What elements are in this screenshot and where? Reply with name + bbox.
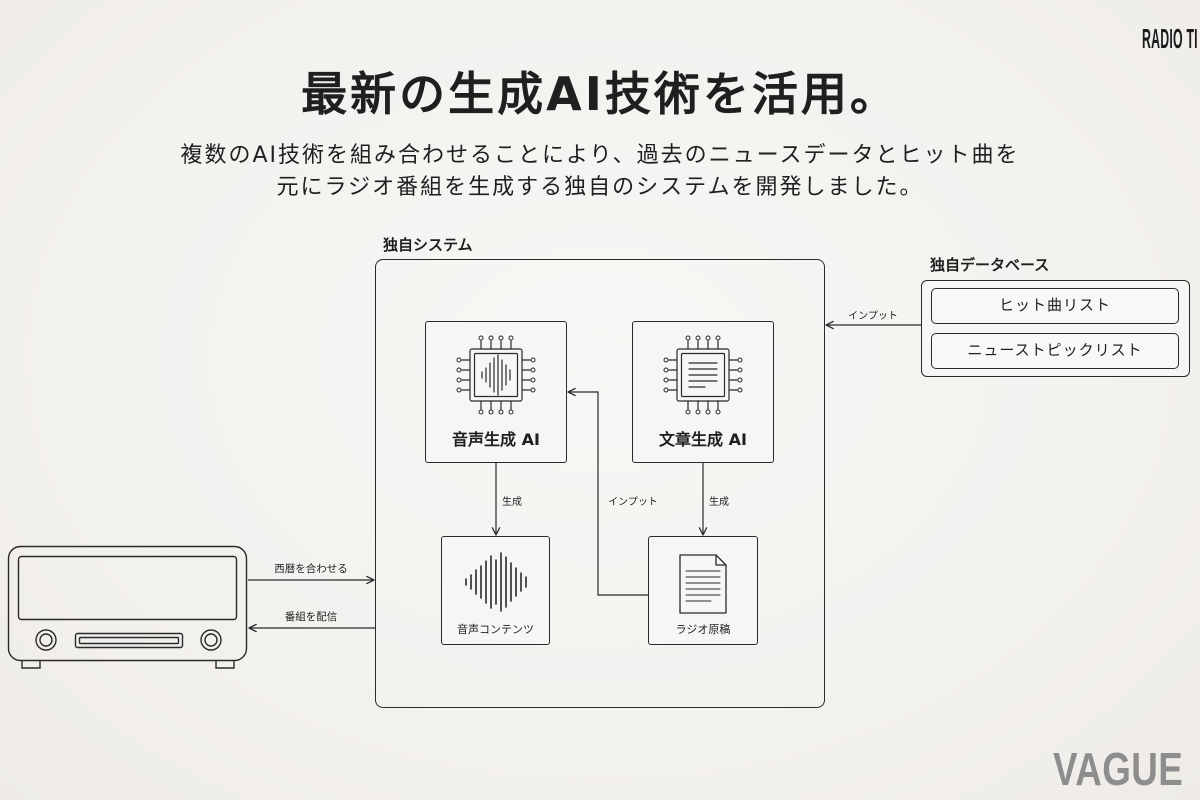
radio-script-label: ラジオ原稿 <box>675 623 731 636</box>
voice-ai-node: 音声生成 AI <box>425 321 567 463</box>
subtitle-line-1: 複数のAI技術を組み合わせることにより、過去のニュースデータとヒット曲を <box>180 143 1020 168</box>
radio-script-node: ラジオ原稿 <box>648 536 758 645</box>
radio-knob-left <box>35 629 57 651</box>
database-item-hit-songs: ヒット曲リスト <box>931 288 1179 324</box>
edge-label-voice-ai-to-audio-content: 生成 <box>502 497 522 508</box>
voice-ai-label: 音声生成 AI <box>452 430 540 449</box>
radio-knob-right <box>200 629 222 651</box>
radio-icon <box>7 545 248 669</box>
radio-feet <box>21 661 235 669</box>
radio-tuning-slot <box>74 632 184 649</box>
text-ai-label: 文章生成 AI <box>659 430 747 449</box>
audio-content-node: 音声コンテンツ <box>441 536 550 645</box>
edge-label-text-ai-to-radio-script: 生成 <box>709 497 729 508</box>
database-item-news-topics: ニューストピックリスト <box>931 333 1179 369</box>
text-ai-node: 文章生成 AI <box>632 321 774 463</box>
edge-label-radio-to-system: 西暦を合わせる <box>274 563 348 575</box>
database-label: 独自データベース <box>930 256 1050 274</box>
page-title: 最新の生成AI技術を活用。 <box>301 67 899 121</box>
system-label: 独自システム <box>383 236 473 254</box>
radio-tuning-slot-inner <box>78 636 180 645</box>
system-container <box>375 259 825 708</box>
radio-screen <box>17 555 238 621</box>
corner-logo: RADIO TI <box>1142 23 1198 54</box>
radio-body <box>7 545 248 662</box>
edge-label-database-to-system: インプット <box>848 311 898 322</box>
watermark-logo: VAGUE <box>1053 743 1184 795</box>
subtitle-line-2: 元にラジオ番組を生成する独自のシステムを開発しました。 <box>276 175 924 200</box>
edge-label-radio-script-to-voice-ai: インプット <box>608 497 658 508</box>
edge-label-system-to-radio: 番組を配信 <box>284 611 338 623</box>
audio-content-label: 音声コンテンツ <box>457 623 534 636</box>
radio-knob-left-inner <box>39 633 53 647</box>
radio-knob-right-inner <box>204 633 218 647</box>
